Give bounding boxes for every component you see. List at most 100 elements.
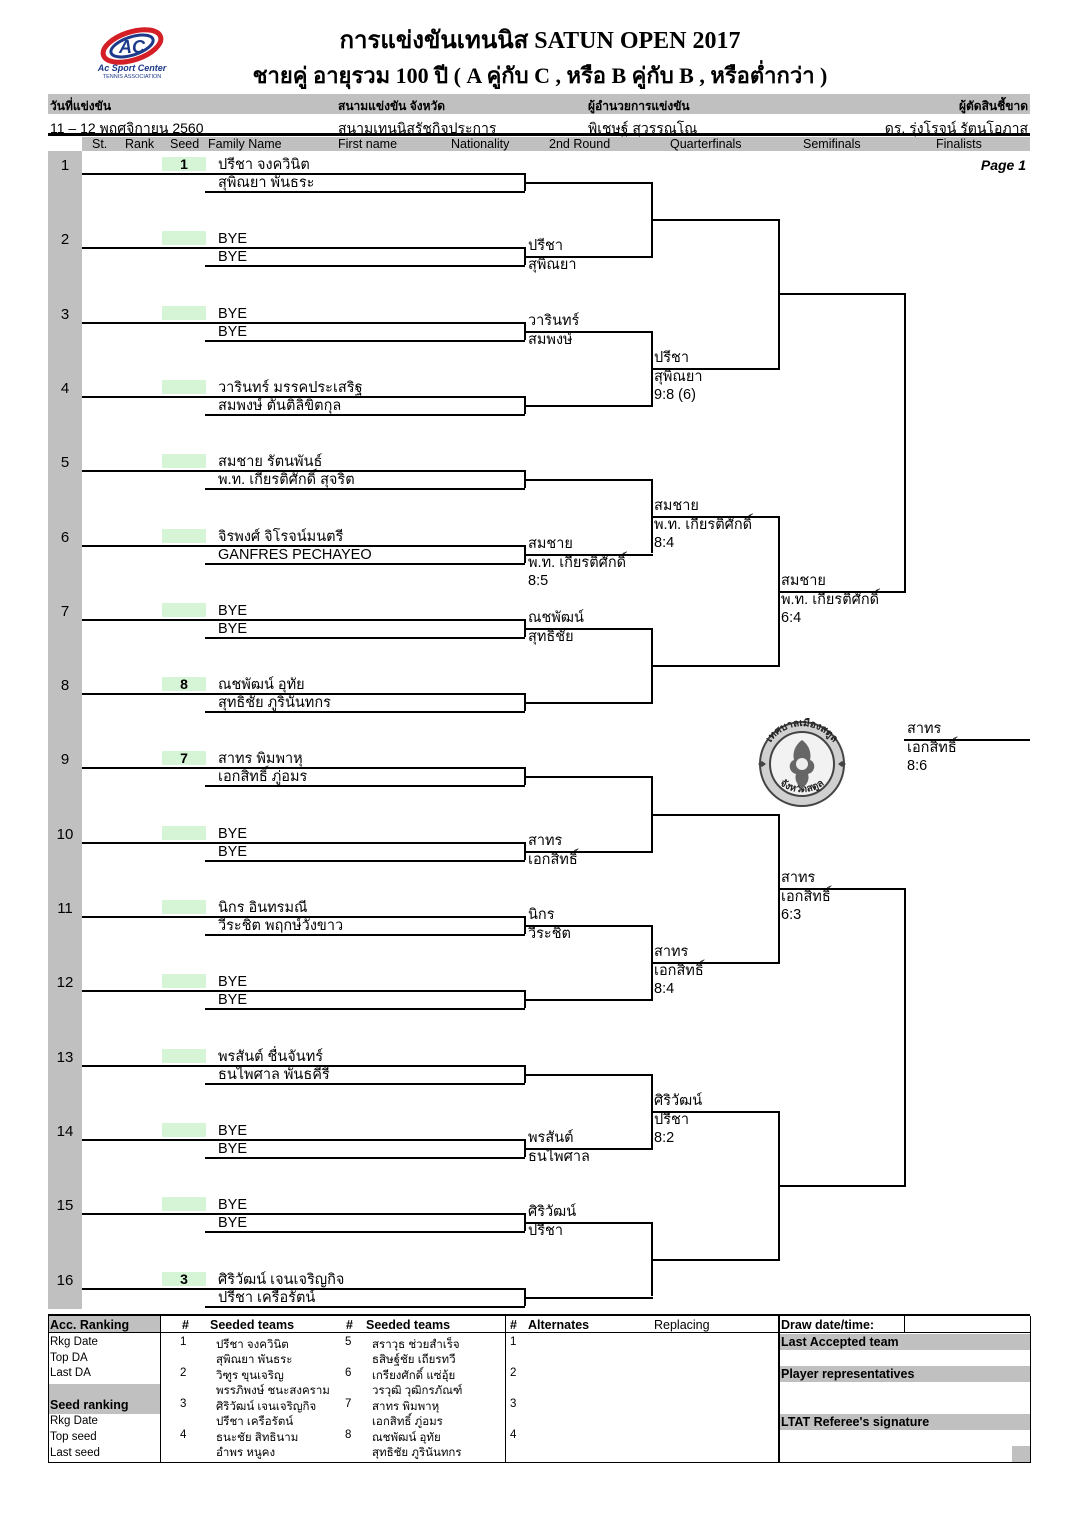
player-name-1: BYE [218, 1122, 248, 1139]
round2-line [525, 999, 653, 1002]
round2-name-1: สาทร [528, 832, 563, 849]
draw-line [205, 488, 525, 491]
player-name-1: วารินทร์ มรรคประเสริฐ [218, 379, 363, 396]
last-seed-label: Last seed [50, 1447, 100, 1459]
col-family-name: Family Name [208, 137, 282, 151]
sf-score: 6:4 [781, 609, 802, 626]
replacing-label: Replacing [654, 1318, 710, 1332]
draw-number-band [48, 151, 82, 1309]
round2-name-1: ปรีชา [528, 238, 563, 255]
player-name-1: พรสันต์ ชื่นจันทร์ [218, 1048, 324, 1065]
qf-line [651, 367, 780, 370]
round2-line [525, 702, 653, 705]
player-name-2: สุทธิชัย ภูรินันทกร [218, 695, 331, 712]
draw-position-number: 13 [56, 1048, 74, 1066]
draw-line [205, 1082, 525, 1085]
draw-position-number: 8 [60, 677, 70, 695]
round2-line [525, 404, 653, 407]
seed-ranking-label: Seed ranking [50, 1398, 129, 1412]
round2-line [525, 850, 653, 853]
draw-line [205, 711, 525, 714]
draw-line [82, 247, 525, 250]
seed-number: 1 [180, 1336, 187, 1348]
seed-player-1: สาทร พิมพาหุ [372, 1401, 440, 1413]
seed-box [162, 825, 206, 840]
round2-connector [651, 479, 653, 554]
seed-box [162, 305, 206, 320]
draw-line [82, 173, 525, 175]
draw-datetime-label: Draw date/time: [781, 1318, 875, 1332]
draw-position-number: 14 [56, 1122, 74, 1140]
seed-box: 7 [162, 751, 206, 766]
qf-name-2: ปรีชา [654, 1111, 689, 1128]
seed-box [162, 528, 206, 543]
round2-score: 8:5 [528, 572, 549, 589]
draw-line [82, 544, 525, 547]
alt-hash-label: # [510, 1318, 517, 1332]
draw-position-number: 3 [60, 305, 70, 323]
player-name-1: นิกร อินทรมณี [218, 900, 308, 916]
player-name-2: ธนไพศาล พันธคีรี [218, 1066, 330, 1083]
draw-position-number: 9 [60, 751, 70, 769]
round2-name-1: นิกร [528, 907, 555, 923]
player-name-1: ณชพัฒน์ อุทัย [218, 677, 305, 694]
qf-score: 8:2 [654, 1129, 675, 1146]
draw-line [82, 470, 525, 473]
qf-line [651, 962, 780, 965]
player-name-2: BYE [218, 620, 248, 637]
round2-name-1: พรสันต์ [528, 1129, 574, 1146]
qf-name-2: สุพิณยา [654, 368, 703, 385]
seed-player-2: พรรภิพงษ์ ชนะสงคราม [216, 1385, 330, 1397]
player-name-1: สมชาย รัตนพันธ์ [218, 454, 323, 471]
draw-line [205, 636, 525, 639]
sf-line [778, 1185, 906, 1188]
seed-number: 4 [180, 1429, 187, 1441]
draw-line [205, 1156, 525, 1159]
last-accepted-label: Last Accepted team [781, 1335, 899, 1349]
player-name-2: สุพิณยา พันธระ [218, 175, 315, 191]
draw-line [205, 339, 525, 342]
round2-name-2: สุทธิชัย [528, 628, 574, 645]
draw-line [205, 785, 525, 788]
round2-line [525, 1147, 653, 1150]
qf-name-1: ศิริวัฒน์ [654, 1092, 703, 1109]
venue-label: สนามแข่งขัน จังหวัด [338, 99, 446, 113]
round2-name-2: วีระชิต [528, 926, 571, 942]
champion-name-1: สาทร [907, 721, 942, 738]
player-name-2: GANFRES PECHAYEO [218, 546, 372, 563]
qf-name-1: สมชาย [654, 498, 699, 515]
draw-line [82, 1064, 525, 1067]
seed-box [162, 379, 206, 394]
champion-name-2: เอกสิทธิ์ [907, 740, 957, 757]
round2-line [525, 1222, 653, 1225]
player-name-2: BYE [218, 992, 248, 1009]
round2-name-2: พ.ท. เกียรติศักดิ์ [528, 554, 627, 571]
round2-name-2: ปรีชา [528, 1223, 563, 1240]
draw-line [82, 693, 525, 696]
seed-player-2: ปรีชา เครือรัตน์ [216, 1416, 294, 1428]
round2-line [525, 553, 653, 556]
qf-score: 8:4 [654, 981, 675, 998]
draw-position-number: 5 [60, 454, 70, 472]
draw-position-number: 16 [56, 1271, 74, 1289]
draw-position-number: 15 [56, 1197, 74, 1215]
seed-hash-label-2: # [346, 1318, 353, 1332]
draw-line [82, 1138, 525, 1141]
logo-mark: AC [118, 37, 146, 57]
sf-name-1: สาทร [781, 869, 816, 886]
round2-connector [651, 330, 653, 405]
player-name-1: BYE [218, 231, 248, 248]
seed-number: 8 [345, 1429, 352, 1441]
round2-name-1: ณชพัฒน์ [528, 609, 584, 626]
round2-line [525, 182, 653, 184]
referee-signature-label: LTAT Referee's signature [781, 1415, 930, 1429]
draw-line [82, 1287, 525, 1290]
date-label: วันที่แข่งขัน [50, 99, 112, 113]
venue-value: สนามเทนนิสรัชกิจประการ [338, 120, 497, 136]
round2-line [525, 1073, 653, 1076]
seed-player-1: สราวุธ ช่วยสำเร็จ [372, 1339, 460, 1351]
player-name-1: จิรพงศ์ จิโรจน์มนตรี [218, 528, 344, 545]
sf-line [778, 887, 906, 890]
col-first-name: First name [338, 137, 398, 151]
player-name-2: BYE [218, 323, 248, 340]
